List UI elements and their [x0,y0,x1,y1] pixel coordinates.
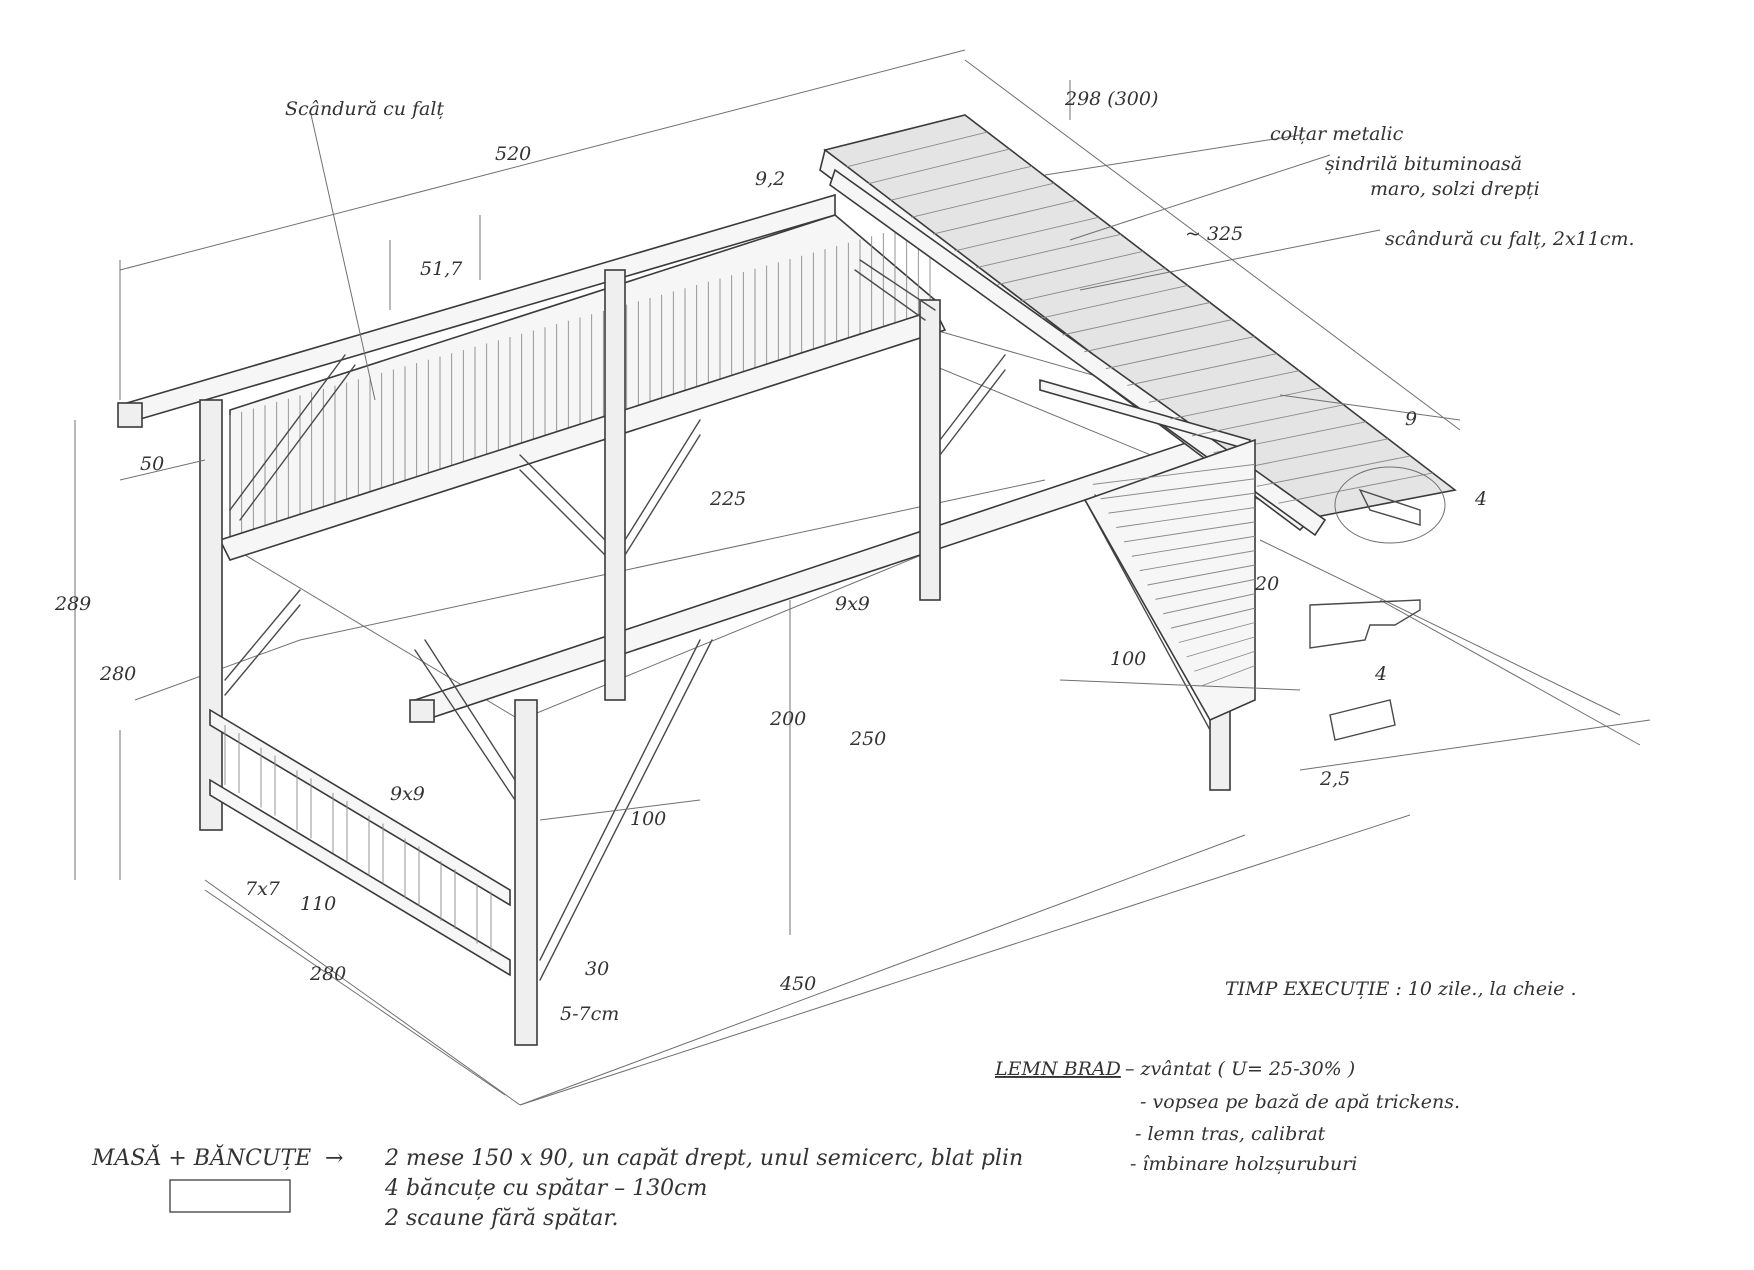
dim-9x9-post: 9x9 [390,783,425,805]
note-timp-executie: TIMP EXECUȚIE : 10 zile., la cheie . [1225,978,1577,1000]
dim-325: ~ 325 [1185,223,1243,245]
dim-30: 30 [585,958,609,980]
dim-280-depth: 280 [309,963,346,985]
dim-250: 250 [849,728,886,750]
dim-225: 225 [709,488,746,510]
gable-board-line [1194,650,1256,672]
table-symbol [169,1179,291,1213]
gable-board-line [1139,550,1256,572]
dim-9-2: 9,2 [755,168,785,190]
note-lemn-1: – zvântat ( U= 25-30% ) [1125,1058,1355,1080]
roof-board-line [1148,370,1300,403]
dim-51-7: 51,7 [420,258,463,280]
dimension-texts: 520 51,7 50 289 280 225 9x9 9x9 200 250 … [54,88,1487,1025]
roof-board-line [954,216,1099,252]
gable-boards [1083,438,1256,722]
detail-sketches [1309,466,1446,741]
dim-289: 289 [54,593,91,615]
roof-board-line [1062,302,1211,336]
furniture-line-2: 4 băncuțe cu spătar – 130cm [384,1176,707,1201]
note-lemn-3: - lemn tras, calibrat [1135,1123,1326,1145]
roof-board-line [911,182,1055,218]
roof-board-line [1083,319,1233,353]
roof-board-line [997,250,1144,285]
dim-2-5: 2,5 [1319,768,1350,790]
gable-board-line [1186,636,1256,658]
gable-board-line [1100,478,1256,500]
gable-board-line [1108,492,1256,514]
leader-lines [309,109,1381,401]
roof-board-line [846,131,988,168]
dim-298: 298 (300) [1064,88,1158,110]
note-lemn-2: - vopsea pe bază de apă trickens. [1140,1091,1460,1113]
gable-board-line [1178,622,1256,643]
dim-110: 110 [300,893,336,915]
roof-board-line [1040,285,1188,319]
label-coltar-metalic: colțar metalic [1270,123,1404,145]
braces [224,259,1211,981]
ground-lines [134,359,1651,1106]
roof-board-line [1127,353,1277,386]
roof [819,114,1457,537]
roof-board-line [1170,387,1322,420]
roof-board-line [1105,336,1255,370]
dim-450: 450 [779,973,816,995]
roof-board-line [1278,472,1433,504]
furniture-line-3: 2 scaune fără spătar. [384,1206,619,1231]
dim-100-front: 100 [630,808,666,830]
label-scandura-falt: Scândură cu falț [285,98,444,120]
gable-board-line [1202,665,1256,687]
dimension-lines [74,49,1461,1106]
label-scandura-2x11: scândură cu falț, 2x11cm. [1385,228,1635,250]
roof-board-line [868,148,1010,185]
dim-100-side: 100 [1110,648,1146,670]
roof-board-line [1256,455,1411,487]
dim-520: 520 [495,143,531,165]
top-beam-back [117,193,836,428]
dim-9x9-beam: 9x9 [835,593,870,615]
dim-5-7cm: 5-7cm [560,1003,619,1025]
annotation-labels: Scândură cu falț colțar metalic șindrilă… [285,98,1635,250]
note-lemn-4: - îmbinare holzșuruburi [1130,1153,1357,1175]
gable-board-line [1170,607,1256,629]
furniture-notes: MASĂ + BĂNCUȚE → 2 mese 150 x 90, un cap… [91,1144,1023,1231]
execution-notes: TIMP EXECUȚIE : 10 zile., la cheie . LEM… [994,978,1577,1175]
label-sindrila: șindrilă bituminoasă [1325,153,1522,175]
note-lemn-title: LEMN BRAD [994,1058,1121,1080]
dim-20: 20 [1254,573,1279,595]
gable-board-line [1131,535,1256,557]
roof-board-line [1191,404,1344,437]
roof-board-line [1019,267,1166,302]
label-sindrila-culoare: maro, solzi drepți [1370,178,1540,200]
dim-50: 50 [140,453,164,475]
front-railing [209,708,511,977]
dim-280-height: 280 [99,663,136,685]
furniture-arrow: → [325,1146,343,1171]
dim-4-roof: 4 [1474,488,1487,510]
back-wall-boards [229,214,936,542]
gable-board-line [1147,564,1256,586]
dim-9-roof: 9 [1405,408,1417,430]
roof-board-line [976,233,1122,269]
gable-board-line [1123,521,1256,543]
middle-beam [218,309,947,561]
gable-board-line [1092,463,1256,485]
furniture-line-1: 2 mese 150 x 90, un capăt drept, unul se… [384,1146,1023,1171]
dim-7x7: 7x7 [245,878,281,900]
dim-200: 200 [769,708,806,730]
roof-board-line [889,165,1032,201]
roof-board-line [1235,438,1389,470]
gable-board-line [1155,578,1256,600]
dim-4-board: 4 [1374,663,1387,685]
roof-board-line [932,199,1077,235]
gable-board-line [1116,507,1256,528]
furniture-title: MASĂ + BĂNCUȚE [91,1144,311,1171]
gable-board-line [1163,593,1256,615]
